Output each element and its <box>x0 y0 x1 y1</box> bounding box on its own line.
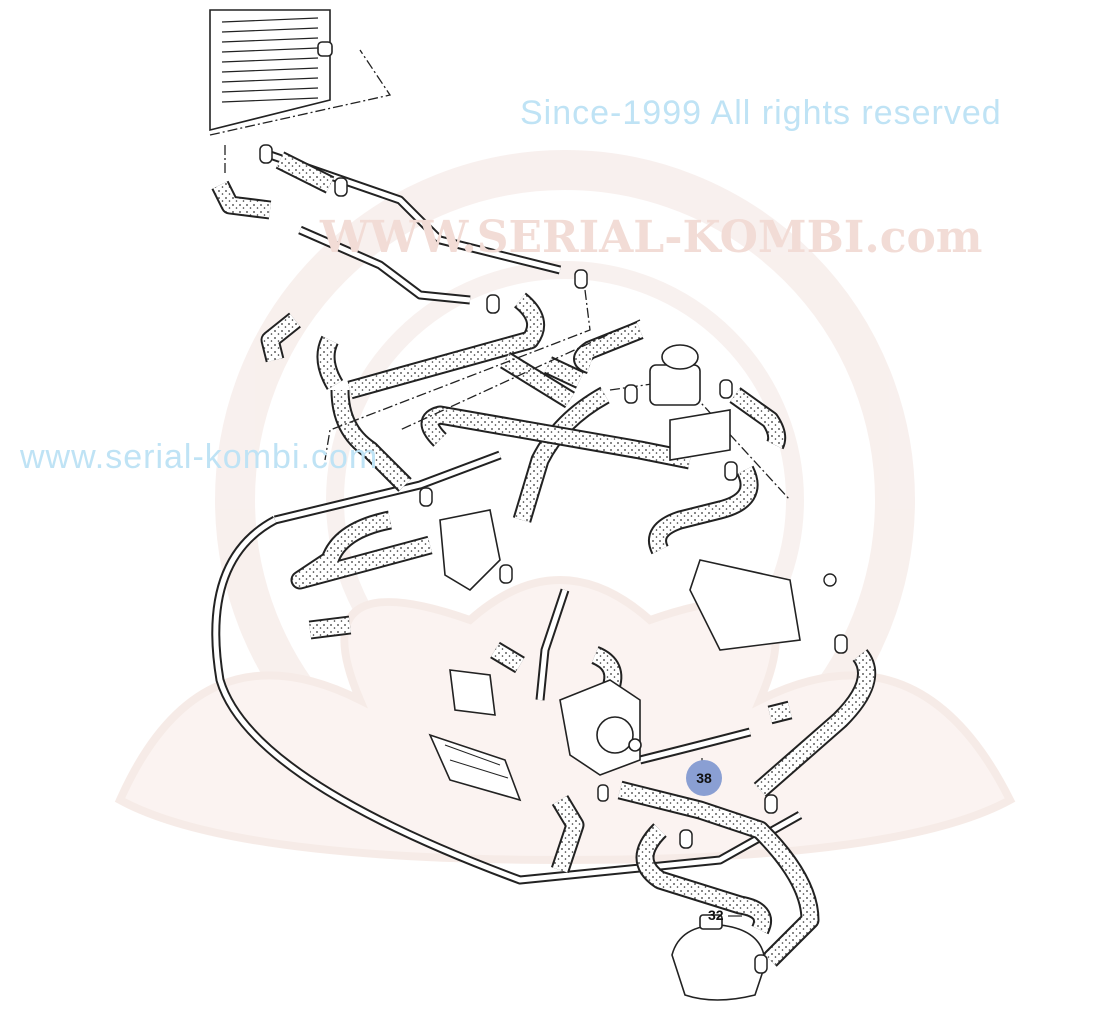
oil-cooler <box>689 559 837 651</box>
heat-shield <box>428 733 522 802</box>
callout-32-label: 32 <box>708 907 724 923</box>
watermark-emblem <box>114 150 1016 865</box>
hose-clamps <box>259 144 848 974</box>
radiator <box>209 9 392 175</box>
expansion-tank <box>671 914 766 1001</box>
callout-38[interactable]: 38 <box>686 758 722 796</box>
water-pump <box>559 679 642 776</box>
components <box>259 144 848 1001</box>
heater-pipes <box>211 150 803 885</box>
coolant-flange <box>649 344 731 461</box>
coolant-hoses <box>211 151 877 967</box>
callout-32[interactable]: 32 <box>708 907 742 923</box>
callout-38-label: 38 <box>696 770 712 786</box>
thermostat-housing <box>439 509 501 592</box>
pump-housing <box>449 669 496 716</box>
